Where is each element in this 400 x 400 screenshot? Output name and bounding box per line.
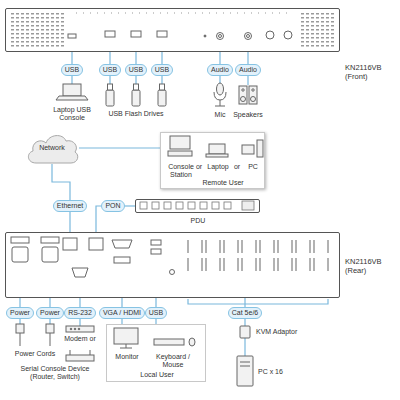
port-tag: Cat 5e/6 xyxy=(228,307,262,319)
box-label: or xyxy=(193,163,205,171)
remote-icons xyxy=(168,136,263,157)
cable-line xyxy=(79,298,80,307)
cable-line xyxy=(121,298,122,307)
device-label: KVM Adaptor xyxy=(256,328,316,336)
port-tag: VGA / HDMI xyxy=(99,307,145,319)
cable-line xyxy=(125,205,135,206)
port-label: Ethernet xyxy=(57,202,83,210)
device-label: Serial Console Device (Router, Switch) xyxy=(12,365,98,381)
box-label: Local User xyxy=(132,371,182,379)
box-label: Console Station xyxy=(164,163,198,179)
cable-line xyxy=(155,298,156,307)
cable-line xyxy=(71,52,72,64)
rear-panel: KN2116VB (Rear) xyxy=(5,232,340,298)
remote-user-box: Console StationorLaptoporPCRemote User xyxy=(160,132,265,189)
local-user-box: MonitorKeyboard / MouseLocal User xyxy=(106,324,206,382)
port-tag: Audio xyxy=(235,64,261,76)
pdu-outlets xyxy=(140,201,254,210)
port-tag: USB xyxy=(151,64,173,76)
port-label: USB xyxy=(155,66,169,74)
box-label: Remote User xyxy=(198,179,248,187)
front-panel-detail xyxy=(10,13,336,47)
cable-line xyxy=(19,298,20,307)
cable-line xyxy=(69,212,70,232)
cable-line xyxy=(49,298,50,307)
rear-panel-detail xyxy=(11,237,330,277)
port-tag: USB xyxy=(125,64,147,76)
cable-line xyxy=(109,52,110,64)
cable-line xyxy=(244,298,245,307)
cable-line xyxy=(161,52,162,64)
pdu-strip: PDU xyxy=(135,199,260,213)
cable-line xyxy=(135,52,136,64)
port-label: VGA / HDMI xyxy=(103,309,141,317)
port-tag: Power xyxy=(36,307,64,319)
cable-line xyxy=(219,52,220,64)
port-label: USB xyxy=(129,66,143,74)
port-tag: Audio xyxy=(207,64,233,76)
cable xyxy=(20,299,328,356)
port-label: Power xyxy=(10,309,30,317)
cable-line xyxy=(52,164,70,200)
port-label: Audio xyxy=(239,66,257,74)
box-label: or xyxy=(231,163,243,171)
port-label: Power xyxy=(40,309,60,317)
device-label: Laptop USB Console xyxy=(50,106,94,122)
port-tag: Ethernet xyxy=(53,200,87,212)
box-label: PC xyxy=(245,163,261,171)
panel-title: KN2116VB (Front) xyxy=(345,63,395,81)
box-label: Laptop xyxy=(204,163,232,171)
device-label: USB Flash Drives xyxy=(101,110,171,118)
front-panel: KN2116VB (Front) xyxy=(5,8,340,52)
device-label: Speakers xyxy=(231,111,265,119)
cable-line xyxy=(79,147,160,148)
port-label: RS-232 xyxy=(68,309,92,317)
device-icon xyxy=(56,83,257,106)
cable-line xyxy=(247,52,248,64)
device-label: Modem or xyxy=(63,335,97,343)
port-tag: PON xyxy=(101,200,124,212)
port-tag: RS-232 xyxy=(64,307,96,319)
box-label: Monitor xyxy=(109,353,145,361)
port-label: Audio xyxy=(211,66,229,74)
device-label: PC x 16 xyxy=(258,368,308,376)
device-label: Mic xyxy=(208,111,232,119)
port-label: USB xyxy=(103,66,117,74)
port-tag: USB xyxy=(61,64,83,76)
port-label: USB xyxy=(149,309,163,317)
port-tag: USB xyxy=(99,64,121,76)
box-label: Keyboard / Mouse xyxy=(148,353,198,369)
box-label: Network xyxy=(25,132,79,164)
cable-line xyxy=(96,206,101,232)
box-label: PDU xyxy=(178,217,218,225)
panel-title: KN2116VB (Rear) xyxy=(345,257,395,275)
port-label: PON xyxy=(105,202,120,210)
port-tag: USB xyxy=(145,307,167,319)
network-cloud: Network xyxy=(25,132,79,164)
port-tag: Power xyxy=(6,307,34,319)
device-label: Power Cords xyxy=(7,350,63,358)
port-label: Cat 5e/6 xyxy=(232,309,258,317)
port-label: USB xyxy=(65,66,79,74)
